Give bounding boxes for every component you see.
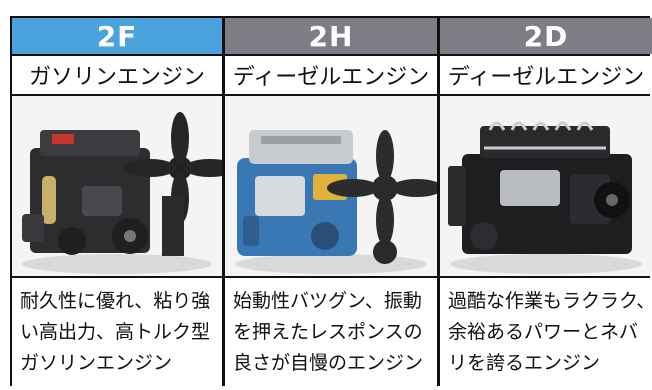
engine-description-2d: 過酷な作業もラクラク、 余裕あるパワーとネバ リを誇るエンジン	[440, 278, 652, 386]
gasoline-engine-photo-icon	[12, 96, 222, 276]
engine-photo-2h	[225, 96, 437, 276]
blue-diesel-engine-photo-icon	[225, 96, 437, 276]
description-line: ガソリンエンジン	[20, 352, 173, 374]
engine-code-2f: 2F	[12, 18, 222, 54]
description-line: 良さが自慢のエンジン	[233, 352, 424, 374]
engine-type-2f: ガソリンエンジン	[12, 56, 222, 94]
engine-photo-2d	[440, 96, 652, 276]
description-line: を押えたレスポンスの	[233, 321, 423, 343]
engine-code-2d: 2D	[440, 18, 652, 54]
description-line: い高出力、高トルク型	[20, 321, 211, 343]
engine-code-2h: 2H	[225, 18, 437, 54]
description-line: リを誇るエンジン	[448, 352, 601, 374]
description-line: 余裕あるパワーとネバ	[448, 321, 639, 343]
engine-type-2h: ディーゼルエンジン	[225, 56, 437, 94]
description-line: 過酷な作業もラクラク、	[448, 290, 652, 312]
engine-description-2h: 始動性バツグン、振動 を押えたレスポンスの 良さが自慢のエンジン	[225, 278, 437, 386]
description-line: 始動性バツグン、振動	[233, 290, 422, 312]
description-line: 耐久性に優れ、粘り強	[20, 290, 211, 312]
engine-type-2d: ディーゼルエンジン	[440, 56, 652, 94]
engine-photo-2f	[12, 96, 222, 276]
engine-description-2f: 耐久性に優れ、粘り強 い高出力、高トルク型 ガソリンエンジン	[12, 278, 222, 386]
black-diesel-engine-photo-icon	[440, 96, 652, 276]
engine-comparison-table: 2F 2H 2D ガソリンエンジン ディーゼルエンジン ディーゼルエンジン	[10, 16, 652, 386]
